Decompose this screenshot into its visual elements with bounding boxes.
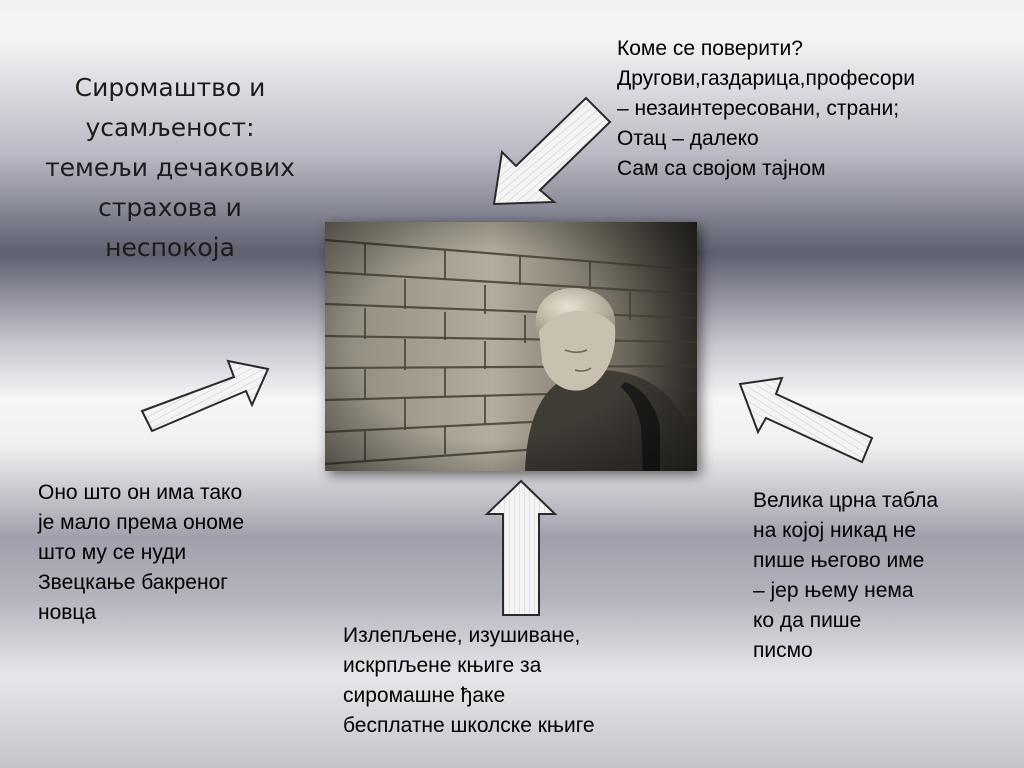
text-line: Велика црна табла xyxy=(753,489,939,512)
text-block-right: Велика црна табла на којој никад не пише… xyxy=(753,486,938,666)
title-line: темељи дечакових xyxy=(45,153,295,182)
text-line: новца xyxy=(38,601,97,624)
text-line: Звецкање бакреног xyxy=(38,571,228,594)
arrow-up-right-icon xyxy=(140,359,270,433)
text-line: што му се нуди xyxy=(38,541,187,564)
text-line: Оно што он има тако xyxy=(38,481,243,504)
text-block-top: Коме се поверити? Другови,газдарица,проф… xyxy=(617,34,915,184)
brick-wall-photo-icon xyxy=(325,222,697,471)
title-line: Сиромаштво и xyxy=(74,73,266,102)
text-line: на којој никад не xyxy=(753,519,917,542)
text-line: писмо xyxy=(753,639,813,662)
arrow-up-left-icon xyxy=(738,376,874,464)
text-line: пише његово име xyxy=(753,549,925,572)
title-line: страхова и xyxy=(98,193,242,222)
arrow-down-left-icon xyxy=(492,96,612,206)
title-line: неспокоја xyxy=(105,233,235,262)
text-block-bottom: Излепљене, изушиване, искрпљене књиге за… xyxy=(343,621,595,741)
title-line: усамљеност: xyxy=(85,113,255,142)
text-line: Другови,газдарица,професори xyxy=(617,67,915,90)
text-line: искрпљене књиге за xyxy=(343,654,542,677)
text-line: – јер њему нема xyxy=(753,579,914,602)
text-line: Излепљене, изушиване, xyxy=(343,624,581,647)
text-line: – незаинтересовани, страни; xyxy=(617,97,900,120)
boy-brick-wall-image xyxy=(325,222,697,471)
text-line: сиромашне ђаке xyxy=(343,684,506,707)
arrow-up-icon xyxy=(484,479,558,616)
text-line: Сам са својом тајном xyxy=(617,157,826,180)
text-line: бесплатне школске књиге xyxy=(343,714,595,737)
text-line: ко да пише xyxy=(753,609,862,632)
text-line: Отац – далеко xyxy=(617,127,759,150)
text-block-left: Оно што он има тако је мало према ономе … xyxy=(38,478,244,628)
text-line: је мало према ономе xyxy=(38,511,245,534)
slide-title: Сиромаштво и усамљеност: темељи дечакови… xyxy=(20,68,320,268)
text-line: Коме се поверити? xyxy=(617,37,803,60)
